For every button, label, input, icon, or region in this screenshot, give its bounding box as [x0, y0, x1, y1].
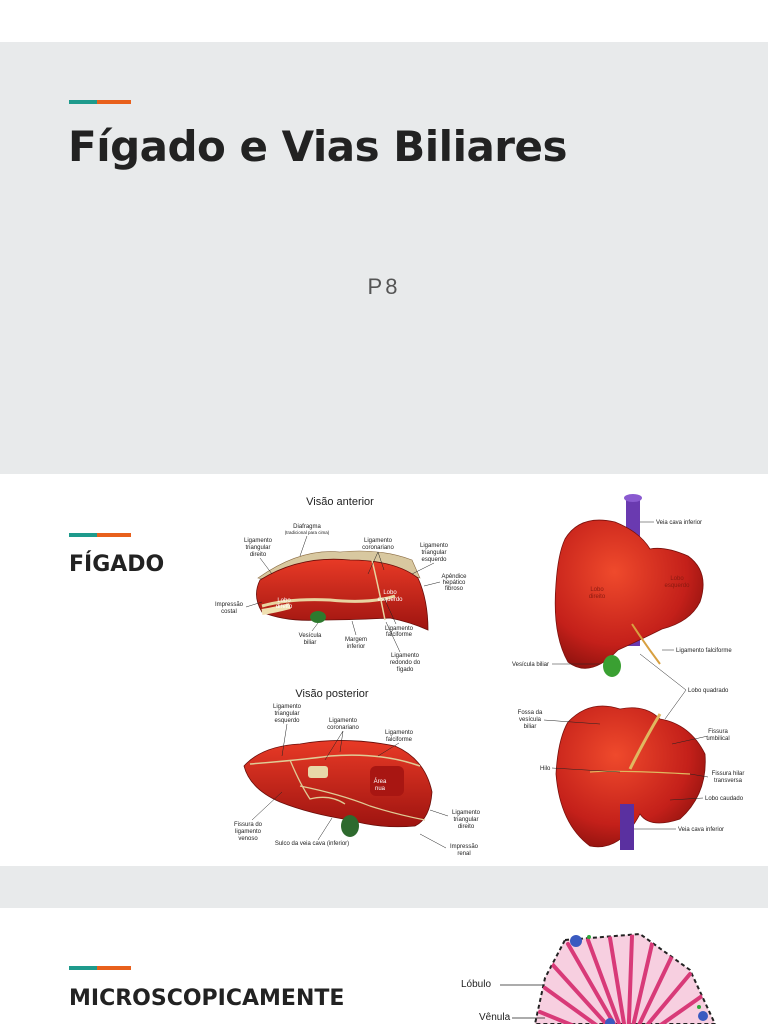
svg-text:Fissura hilar: Fissura hilar: [712, 771, 745, 777]
svg-text:coronariano: coronariano: [327, 725, 359, 731]
svg-text:biliar: biliar: [304, 640, 317, 646]
svg-text:Lobo caudado: Lobo caudado: [705, 796, 744, 802]
svg-text:Fissura do: Fissura do: [234, 822, 263, 828]
slide-title: Fígado e Vias Biliares: [68, 122, 568, 171]
svg-text:Fossa da: Fossa da: [518, 710, 543, 716]
svg-text:Lobo: Lobo: [383, 590, 397, 596]
svg-text:renal: renal: [457, 851, 470, 857]
svg-text:Ligamento: Ligamento: [385, 626, 414, 632]
svg-text:venoso: venoso: [238, 836, 258, 842]
svg-text:Margem: Margem: [345, 637, 367, 643]
svg-text:fibroso: fibroso: [445, 586, 464, 592]
svg-text:vesícula: vesícula: [519, 717, 542, 723]
svg-text:Vesícula: Vesícula: [299, 633, 322, 639]
svg-text:Ligamento: Ligamento: [364, 538, 393, 544]
svg-text:biliar: biliar: [524, 724, 537, 730]
svg-text:Apêndice: Apêndice: [441, 574, 467, 580]
svg-text:Vesícula biliar: Vesícula biliar: [512, 662, 549, 668]
svg-text:esquerdo: esquerdo: [274, 718, 300, 724]
svg-text:Ligamento: Ligamento: [452, 810, 481, 816]
slide-subtitle: P8: [367, 274, 401, 299]
svg-text:Lobo: Lobo: [670, 576, 684, 582]
section-heading: FÍGADO: [69, 552, 165, 577]
venule-label: Vênula: [479, 1012, 511, 1023]
svg-text:direito: direito: [458, 824, 475, 830]
svg-text:falciforme: falciforme: [386, 632, 413, 638]
svg-text:hepático: hepático: [443, 580, 466, 586]
liver-slide[interactable]: FÍGADO Visão anterior: [0, 474, 768, 866]
svg-text:esquerdo: esquerdo: [377, 597, 403, 603]
svg-text:Diafragma: Diafragma: [293, 524, 321, 530]
section-heading: MICROSCOPICAMENTE: [69, 986, 345, 1011]
lobule-figure: Lóbulo Vênula: [461, 932, 717, 1024]
svg-text:Ligamento: Ligamento: [329, 718, 358, 724]
svg-text:umbilical: umbilical: [706, 736, 729, 742]
svg-text:Impressão: Impressão: [215, 602, 244, 608]
svg-text:Lobo quadrado: Lobo quadrado: [688, 688, 729, 694]
svg-text:direito: direito: [276, 604, 293, 610]
accent-bar: [69, 100, 131, 104]
accent-bar: [69, 533, 131, 537]
lobule-label: Lóbulo: [461, 979, 491, 990]
svg-text:nua: nua: [375, 786, 386, 792]
svg-text:triangular: triangular: [274, 711, 299, 717]
svg-text:Área: Área: [374, 778, 387, 785]
svg-text:Veia cava inferior: Veia cava inferior: [678, 827, 724, 833]
svg-text:fígado: fígado: [397, 667, 414, 673]
microscopy-slide[interactable]: MICROSCOPICAMENTE: [0, 908, 768, 1024]
slide-separator: [0, 866, 768, 908]
svg-text:coronariano: coronariano: [362, 545, 394, 551]
svg-text:Ligamento: Ligamento: [273, 704, 302, 710]
svg-text:redondo do: redondo do: [390, 660, 421, 666]
svg-text:triangular: triangular: [421, 550, 446, 556]
svg-text:direito: direito: [250, 552, 267, 558]
anterior-title: Visão anterior: [306, 496, 374, 508]
svg-text:Lobo: Lobo: [590, 587, 604, 593]
svg-text:(tradicional para cima): (tradicional para cima): [285, 530, 330, 535]
liver-anatomy-figure: Visão anterior Diafragma (tradicional pa…: [215, 494, 745, 857]
svg-text:Ligamento: Ligamento: [385, 730, 414, 736]
svg-text:Veia cava inferior: Veia cava inferior: [656, 520, 702, 526]
svg-text:costal: costal: [221, 609, 237, 615]
svg-text:direito: direito: [589, 594, 606, 600]
svg-text:transversa: transversa: [714, 778, 743, 784]
title-slide[interactable]: Fígado e Vias Biliares P8: [0, 42, 768, 474]
accent-bar: [69, 966, 131, 970]
svg-text:triangular: triangular: [453, 817, 478, 823]
svg-text:Hilo: Hilo: [540, 766, 551, 772]
svg-text:Lobo: Lobo: [277, 598, 291, 604]
svg-text:Ligamento falciforme: Ligamento falciforme: [676, 648, 732, 654]
svg-text:inferior: inferior: [347, 644, 365, 650]
svg-text:esquerdo: esquerdo: [664, 583, 690, 589]
svg-text:Fissura: Fissura: [708, 729, 728, 735]
svg-text:Ligamento: Ligamento: [420, 543, 449, 549]
svg-text:Visão posterior: Visão posterior: [295, 688, 369, 700]
svg-text:triangular: triangular: [245, 545, 270, 551]
svg-text:Ligamento: Ligamento: [391, 653, 420, 659]
svg-text:Ligamento: Ligamento: [244, 538, 273, 544]
svg-text:ligamento: ligamento: [235, 829, 262, 835]
svg-text:esquerdo: esquerdo: [421, 557, 447, 563]
svg-text:falciforme: falciforme: [386, 737, 413, 743]
svg-text:Impressão: Impressão: [450, 844, 479, 850]
svg-text:Sulco da veia cava (inferior): Sulco da veia cava (inferior): [275, 841, 349, 847]
